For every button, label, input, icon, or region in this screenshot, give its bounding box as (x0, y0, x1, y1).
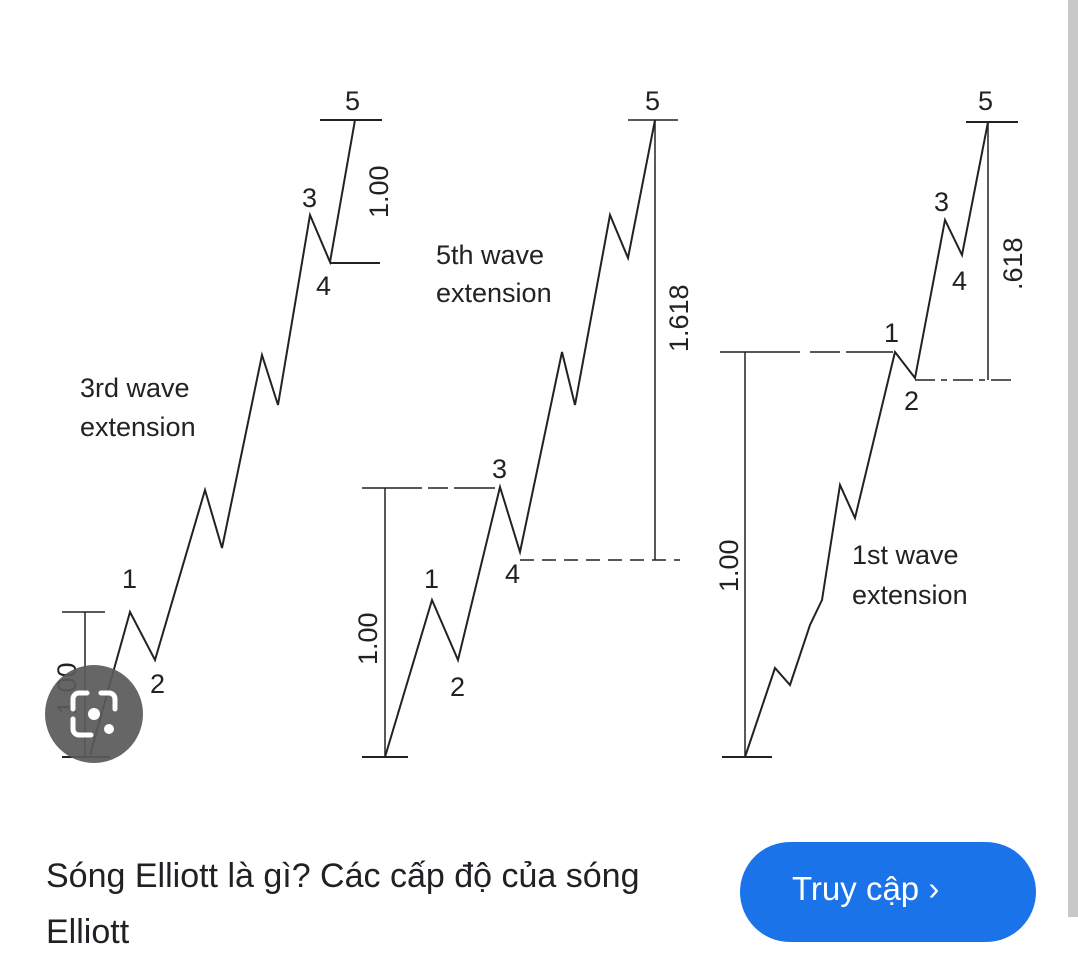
wave-line-1st-extension (744, 121, 989, 758)
google-lens-button[interactable] (45, 665, 143, 763)
wave-line-5th-extension (384, 119, 656, 758)
wave-line-3rd-extension (89, 119, 356, 756)
ratio-label: 1.618 (664, 284, 694, 352)
wave-label-1: 1 (884, 318, 899, 348)
ratio-label: .618 (998, 237, 1028, 290)
wave-label-3: 3 (302, 183, 317, 213)
wave-label-5: 5 (978, 86, 993, 116)
wave-label-2: 2 (904, 386, 919, 416)
google-lens-icon (70, 690, 118, 738)
wave-label-1: 1 (424, 564, 439, 594)
result-title[interactable]: Sóng Elliott là gì? Các cấp độ của sóng … (46, 857, 640, 951)
caption-line: extension (436, 278, 552, 308)
visit-button-label: Truy cập › (792, 870, 940, 907)
wave-label-2: 2 (150, 669, 165, 699)
wave-label-1: 1 (122, 564, 137, 594)
wave-label-4: 4 (316, 271, 331, 301)
wave-label-3: 3 (934, 187, 949, 217)
wave-label-4: 4 (505, 559, 520, 589)
wave-label-2: 2 (450, 672, 465, 702)
caption-line: 5th wave (436, 240, 544, 270)
caption-line: extension (852, 580, 968, 610)
elliott-wave-diagram: 1 2 3 4 5 1.00 1.00 3rd wave extension 1… (52, 86, 1028, 758)
ratio-label: 1.00 (353, 612, 383, 665)
visit-button[interactable]: Truy cập › (740, 842, 1036, 942)
wave-label-3: 3 (492, 454, 507, 484)
caption-line: extension (80, 412, 196, 442)
wave-label-5: 5 (345, 86, 360, 116)
ratio-label: 1.00 (364, 165, 394, 218)
caption-line: 3rd wave (80, 373, 190, 403)
caption-line: 1st wave (852, 540, 959, 570)
wave-label-4: 4 (952, 266, 967, 296)
scrollbar[interactable] (1068, 0, 1078, 917)
ratio-label: 1.00 (714, 539, 744, 592)
wave-label-5: 5 (645, 86, 660, 116)
